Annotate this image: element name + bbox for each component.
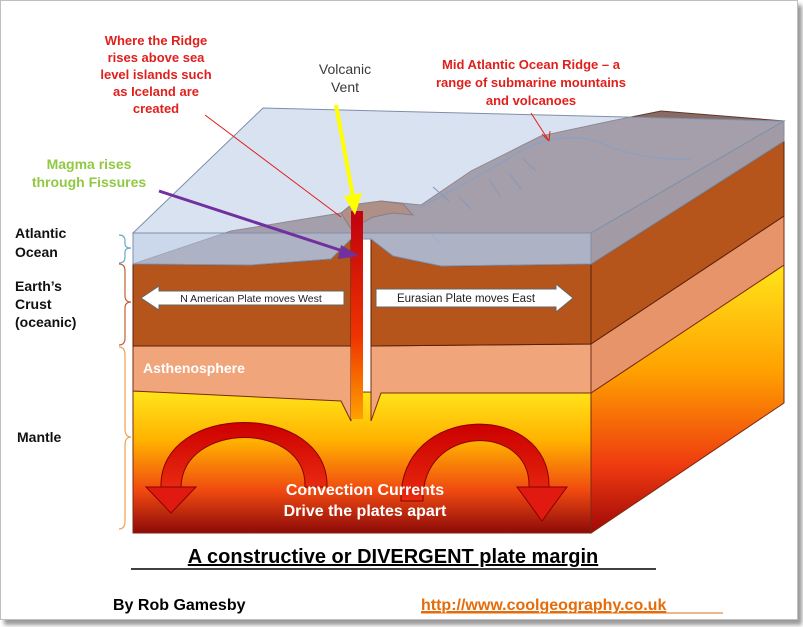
svg-text:Atlantic: Atlantic — [15, 225, 67, 241]
diagram-title: A constructive or DIVERGENT plate margin — [188, 546, 598, 568]
convection-arrow-right — [400, 423, 568, 522]
svg-text:through Fissures: through Fissures — [32, 174, 147, 190]
svg-text:created: created — [133, 101, 179, 116]
plate-arrow-west: N American Plate moves West — [140, 285, 345, 311]
author-credit: By Rob Gamesby — [113, 597, 246, 614]
mid-atlantic-pointer-head — [541, 130, 551, 142]
volcanic-vent-annotation: Volcanic Vent — [319, 61, 371, 95]
svg-text:Crust: Crust — [15, 296, 52, 312]
svg-text:and volcanoes: and volcanoes — [486, 93, 576, 108]
atlantic-ocean-label: Atlantic Ocean — [15, 225, 67, 260]
magma-annotation: Magma rises through Fissures — [32, 156, 147, 190]
ridge-islands-pointer — [204, 114, 342, 218]
svg-text:level islands such: level islands such — [100, 67, 211, 82]
svg-text:(oceanic): (oceanic) — [15, 314, 76, 330]
plate-arrow-east-label: Eurasian Plate moves East — [397, 293, 536, 305]
plate-arrow-west-label: N American Plate moves West — [180, 293, 322, 305]
mid-atlantic-pointer — [530, 112, 550, 142]
volcanic-vent — [351, 211, 363, 419]
plate-arrow-east: Eurasian Plate moves East — [375, 282, 574, 314]
svg-text:Volcanic: Volcanic — [319, 61, 371, 77]
svg-text:Magma rises: Magma rises — [47, 156, 132, 172]
mid-atlantic-annotation: Mid Atlantic Ocean Ridge – a range of su… — [436, 57, 626, 108]
svg-text:Ocean: Ocean — [15, 244, 58, 260]
convection-arrow-left — [144, 422, 328, 514]
earths-crust-label: Earth’s Crust (oceanic) — [15, 278, 76, 330]
svg-text:Earth’s: Earth’s — [15, 278, 62, 294]
ridge-islands-annotation: Where the Ridge rises above sea level is… — [100, 33, 211, 116]
website-link[interactable]: http://www.coolgeography.co.uk — [421, 597, 666, 614]
convection-label-line2: Drive the plates apart — [284, 503, 447, 520]
ocean-front — [132, 232, 592, 267]
asthenosphere-label: Asthenosphere — [143, 360, 245, 376]
volcanic-vent-arrow — [334, 104, 362, 215]
svg-text:Mid Atlantic Ocean Ridge – a: Mid Atlantic Ocean Ridge – a — [442, 57, 621, 72]
svg-text:Where the Ridge: Where the Ridge — [105, 33, 208, 48]
mantle-label: Mantle — [17, 429, 62, 445]
crust-bracket — [118, 263, 132, 346]
svg-text:rises above sea: rises above sea — [108, 50, 206, 65]
divergent-margin-diagram: N American Plate moves West Eurasian Pla… — [15, 33, 786, 614]
convection-label-line1: Convection Currents — [286, 482, 444, 499]
mantle-bracket — [118, 346, 132, 530]
svg-text:range of submarine mountains: range of submarine mountains — [436, 75, 626, 90]
svg-text:as Iceland are: as Iceland are — [113, 84, 199, 99]
atlantic-bracket — [118, 234, 132, 264]
svg-text:Vent: Vent — [331, 79, 359, 95]
magma-arrow — [158, 189, 359, 259]
